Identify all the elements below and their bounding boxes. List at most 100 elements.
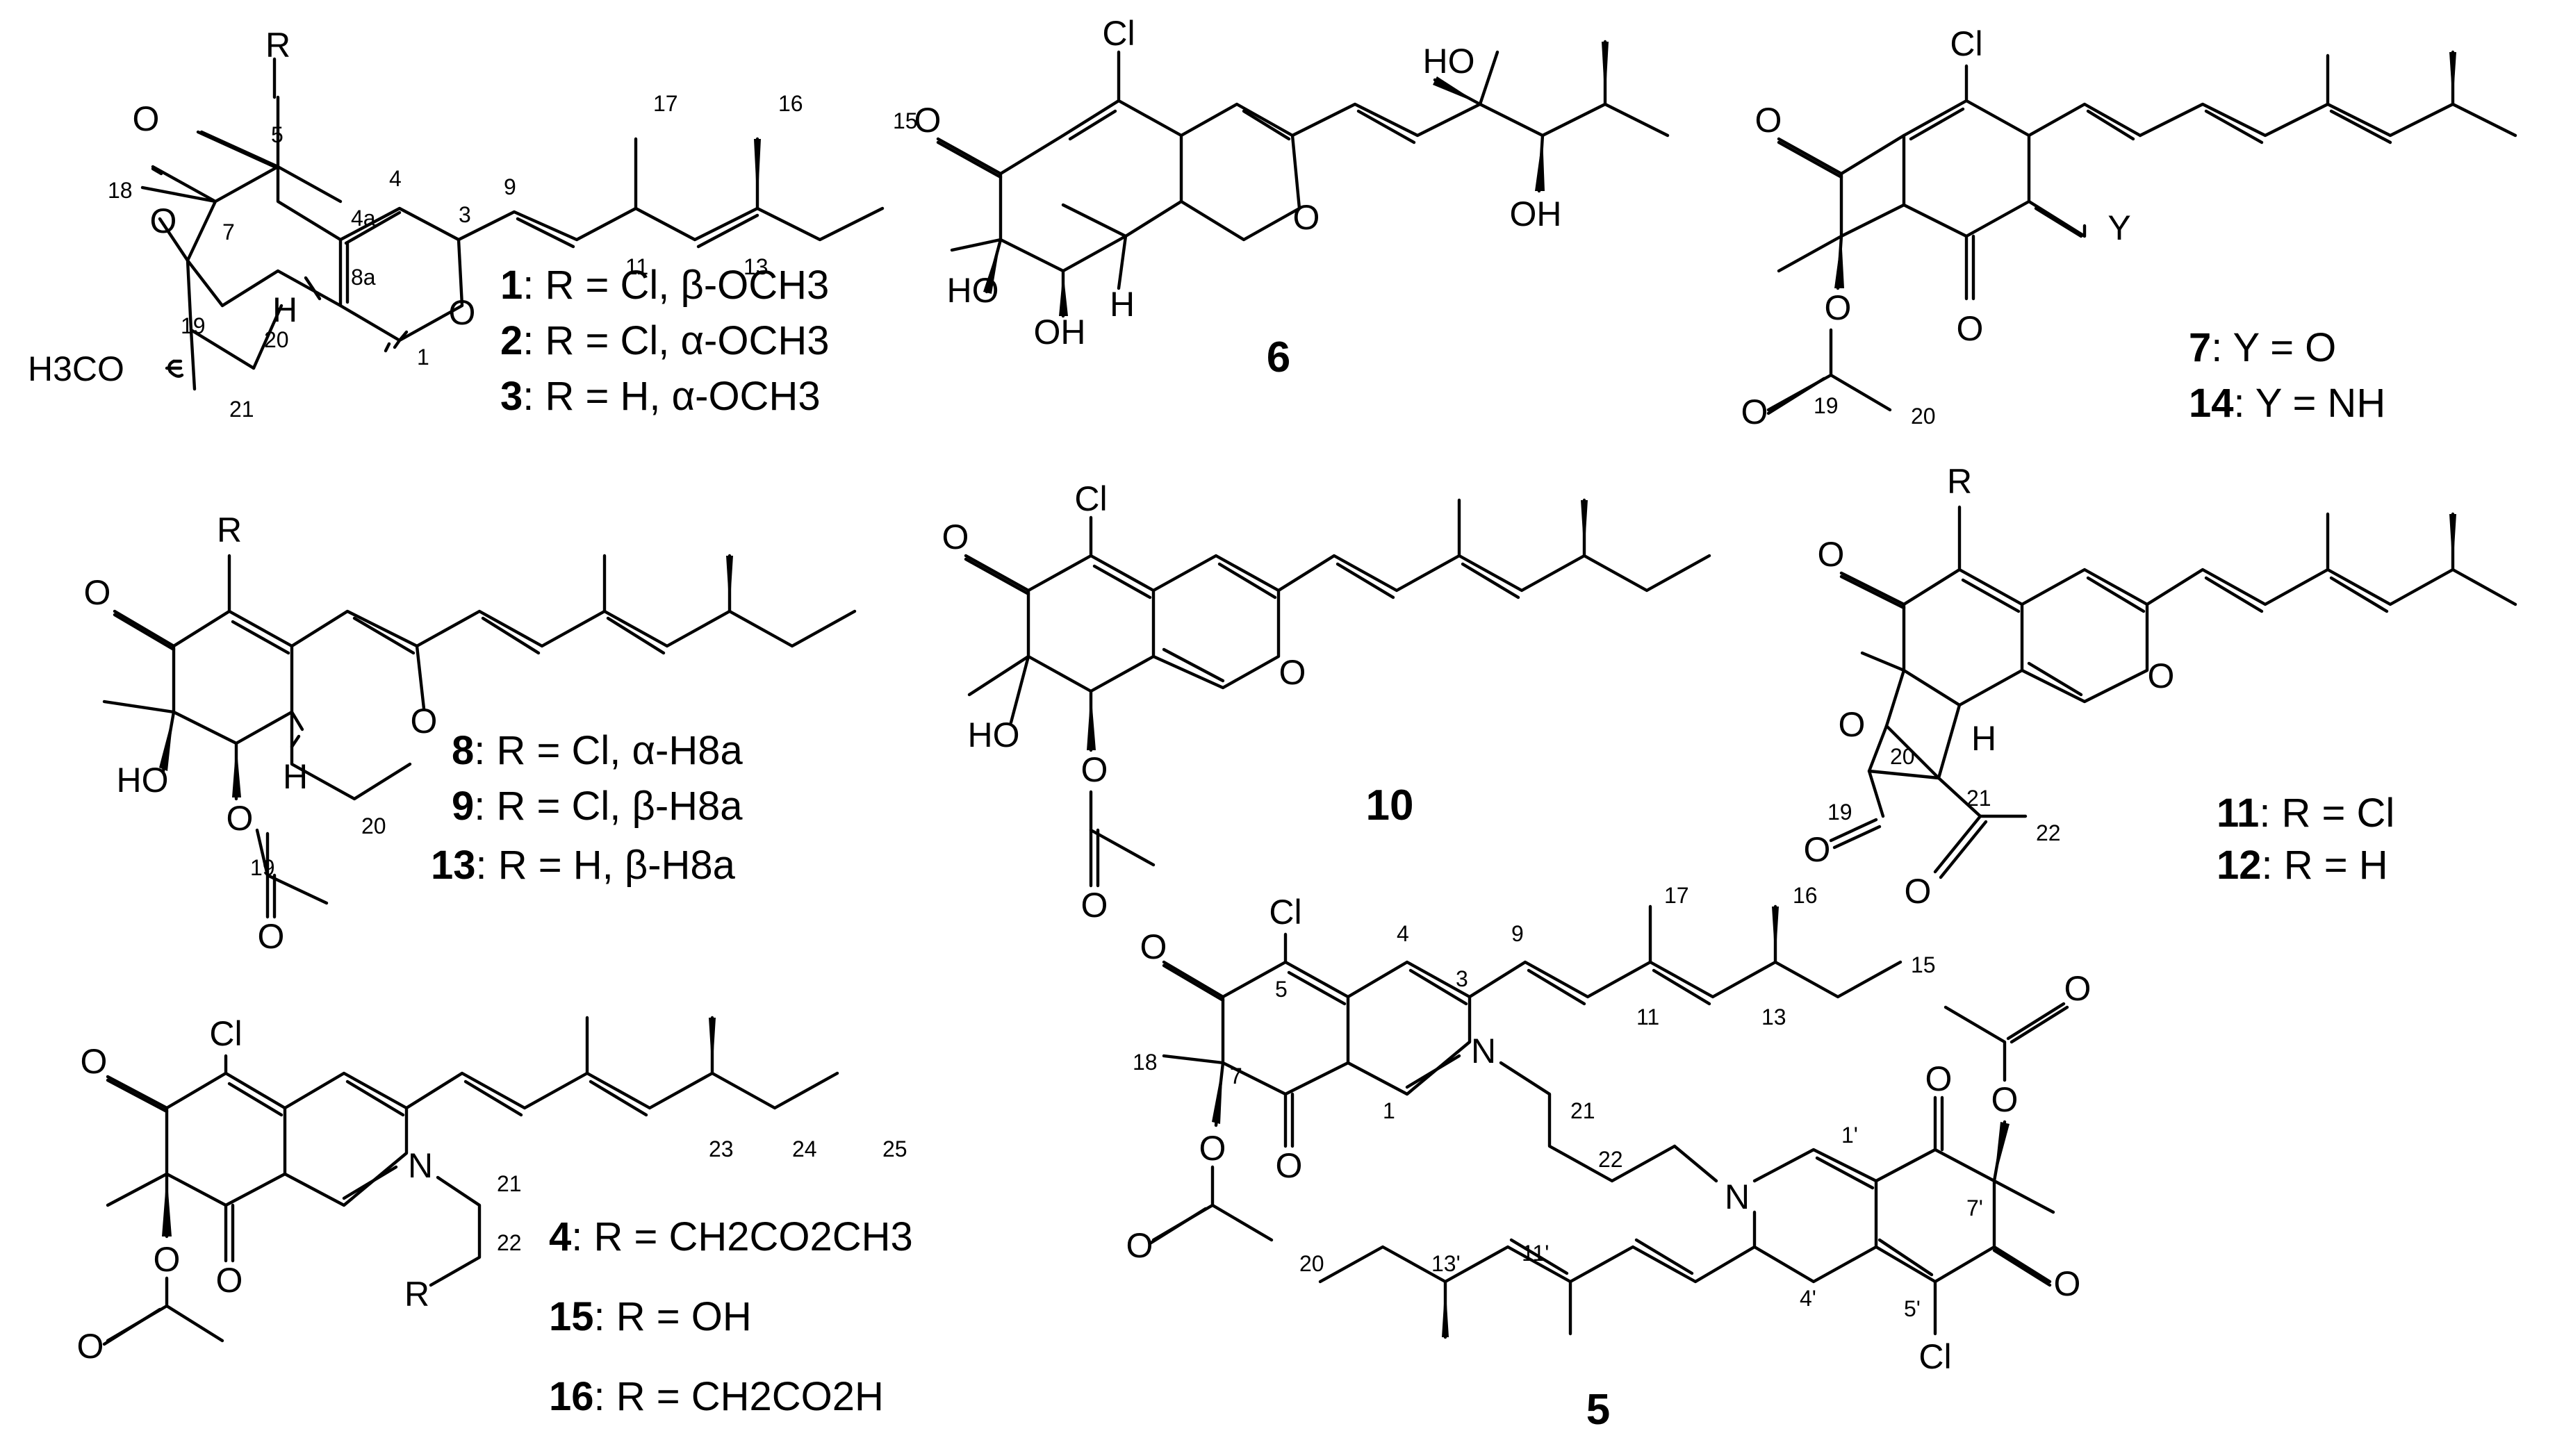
atom-o-carbonyl: O — [1081, 886, 1108, 925]
locant-21: 21 — [497, 1171, 522, 1196]
atom-cl: Cl — [1950, 24, 1982, 63]
atom-cl: Cl — [1074, 479, 1107, 518]
structure-1-3: R O O O H H3CO 5 4 3 9 17 16 15 11 13 4a… — [28, 26, 918, 422]
atom-h: H — [1971, 719, 1996, 758]
atom-h: H — [1110, 285, 1135, 324]
locant-24: 24 — [792, 1136, 817, 1161]
locant-7: 7 — [222, 220, 235, 245]
atom-o-ketone: O — [942, 518, 969, 556]
locant-4: 4 — [389, 166, 402, 191]
locant-21: 21 — [1570, 1098, 1595, 1123]
locant-19: 19 — [181, 313, 206, 338]
locant-15: 15 — [1911, 952, 1936, 977]
label-compound-4: 4: R = CH2CO2CH3 — [549, 1214, 913, 1259]
atom-o-b: O — [1957, 309, 1984, 348]
locant-18: 18 — [1133, 1050, 1158, 1075]
locant-19: 19 — [250, 855, 275, 880]
locant-19: 19 — [1814, 393, 1839, 418]
locant-13: 13 — [743, 254, 769, 279]
atom-o-acetyl: O — [1905, 872, 1932, 911]
locant-21: 21 — [1966, 786, 1991, 811]
locant-20: 20 — [1299, 1251, 1324, 1276]
structure-4-15-16: Cl O O N R O O 21 22 23 24 25 4: R = CH2… — [77, 1014, 913, 1419]
label-compound-9: 9: R = Cl, β-H8a — [452, 784, 743, 829]
locant-9: 9 — [504, 174, 516, 199]
atom-o-carbonyl: O — [258, 917, 285, 956]
structure-5: Cl O O N O O N O O Cl O O 5 4 3 9 17 16 … — [1126, 883, 2092, 1434]
structure-8-9-13: R O O HO H O O 20 19 8: R = Cl, α-H8a 9:… — [84, 511, 857, 956]
atom-o-carbonyl-1: O — [1126, 1226, 1153, 1265]
atom-n-2: N — [1725, 1177, 1750, 1216]
locant-17: 17 — [1664, 883, 1689, 908]
locant-4: 4 — [1397, 921, 1409, 946]
compound-id-5: 5 — [1586, 1386, 1610, 1434]
atom-cl-bottom: Cl — [1918, 1337, 1951, 1376]
atom-o-lactone-carbonyl: O — [1804, 830, 1831, 869]
atom-r: R — [217, 511, 242, 549]
atom-r: R — [404, 1275, 429, 1314]
atom-h: H — [272, 290, 297, 329]
locant-22: 22 — [497, 1230, 522, 1255]
locant-20: 20 — [1911, 404, 1936, 429]
atom-o-ketone: O — [914, 101, 942, 140]
label-compound-11: 11: R = Cl — [2217, 791, 2394, 836]
label-compound-7: 7: Y = O — [2189, 325, 2336, 370]
atom-o-ester: O — [154, 1240, 181, 1279]
locant-22: 22 — [1598, 1147, 1623, 1172]
atom-n: N — [408, 1146, 433, 1185]
label-compound-3: 3: R = H, α-OCH3 — [500, 374, 821, 419]
atom-r: R — [265, 26, 290, 65]
locant-5: 5 — [271, 122, 283, 147]
atom-o-ring: O — [2148, 656, 2175, 695]
atom-o-furan: O — [150, 201, 177, 240]
atom-o-ketone-1: O — [1140, 927, 1167, 966]
atom-ho: HO — [968, 715, 1020, 754]
atom-o-ring: O — [1279, 653, 1306, 692]
atom-o-carbonyl: O — [1741, 392, 1768, 431]
locant-11: 11 — [1636, 1004, 1659, 1029]
atom-o-lactone: O — [1839, 705, 1866, 744]
atom-o-ketone-4: O — [2054, 1264, 2081, 1303]
atom-o-ketone: O — [84, 573, 111, 612]
atom-o-carbonyl-2: O — [2064, 969, 2092, 1008]
compound-id-6: 6 — [1267, 333, 1290, 381]
label-compound-13: 13: R = H, β-H8a — [431, 843, 736, 888]
locant-13-prime: 13' — [1431, 1251, 1461, 1276]
atom-o-ketone: O — [81, 1042, 108, 1081]
atom-n-1: N — [1471, 1032, 1496, 1070]
locant-16: 16 — [778, 91, 803, 116]
atom-o-ketone-3: O — [1925, 1059, 1953, 1098]
atom-o-ring: O — [1293, 198, 1320, 237]
locant-5: 5 — [1275, 977, 1288, 1002]
atom-o-carbonyl: O — [77, 1327, 104, 1366]
atom-ho-1: HO — [947, 271, 999, 310]
label-compound-2: 2: R = Cl, α-OCH3 — [500, 318, 829, 363]
locant-23: 23 — [709, 1136, 734, 1161]
atom-cl-top: Cl — [1269, 893, 1301, 932]
locant-1: 1 — [417, 345, 429, 370]
locant-11: 11 — [625, 254, 648, 279]
locant-8a: 8a — [351, 265, 376, 290]
atom-o-ester: O — [1081, 750, 1108, 789]
structure-7-14: Cl O O Y O O 19 20 7: Y = O 14: Y = NH — [1741, 24, 2517, 431]
label-compound-14: 14: Y = NH — [2189, 381, 2385, 426]
atom-o-ester-1: O — [1199, 1129, 1226, 1168]
atom-o-ester-2: O — [1991, 1080, 2019, 1119]
label-compound-1: 1: R = Cl, β-OCH3 — [500, 263, 829, 308]
atom-cl: Cl — [209, 1014, 242, 1053]
locant-7-prime: 7' — [1966, 1196, 1983, 1221]
atom-ho: HO — [117, 761, 169, 800]
atom-o-ester: O — [227, 799, 254, 838]
atom-ho-2: HO — [1423, 42, 1475, 81]
atom-cl: Cl — [1102, 14, 1135, 53]
atom-o-ketone-2: O — [1276, 1146, 1303, 1185]
locant-16: 16 — [1793, 883, 1818, 908]
locant-1: 1 — [1383, 1098, 1395, 1123]
locant-19: 19 — [1827, 800, 1852, 825]
locant-25: 25 — [882, 1136, 907, 1161]
locant-7: 7 — [1230, 1064, 1242, 1089]
atom-h: H — [283, 757, 308, 796]
atom-o-ketone: O — [133, 99, 160, 138]
atom-o-ester: O — [1825, 288, 1852, 327]
